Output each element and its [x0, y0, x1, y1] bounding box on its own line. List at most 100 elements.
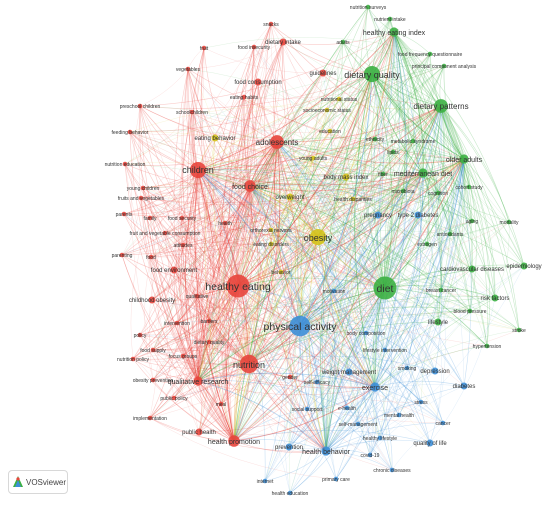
- node-physical-activity[interactable]: [289, 315, 311, 337]
- node-e-health[interactable]: [344, 405, 350, 411]
- node-barriers[interactable]: [206, 318, 212, 324]
- node-guidelines[interactable]: [319, 69, 327, 77]
- node-parents[interactable]: [121, 211, 127, 217]
- node-cardiovascular-diseases[interactable]: [468, 265, 476, 273]
- node-older-adults[interactable]: [459, 154, 469, 164]
- node-principal-component-analysis[interactable]: [441, 63, 447, 69]
- node-overweight[interactable]: [286, 193, 294, 201]
- node-health[interactable]: [222, 220, 228, 226]
- node-diabetes[interactable]: [460, 382, 468, 390]
- node-food-supply[interactable]: [150, 347, 156, 353]
- node-dietary-quality-red[interactable]: [206, 339, 212, 345]
- node-education[interactable]: [327, 128, 333, 134]
- node-body-mass-index[interactable]: [342, 173, 350, 181]
- node-dietary-quality[interactable]: [363, 65, 381, 83]
- node-health-education[interactable]: [287, 490, 293, 496]
- node-mental-health[interactable]: [396, 412, 402, 418]
- node-policy[interactable]: [137, 332, 143, 338]
- node-food-insecurity[interactable]: [251, 44, 257, 50]
- node-breast-cancer[interactable]: [438, 287, 444, 293]
- node-young-children[interactable]: [140, 185, 146, 191]
- node-healthy-eating[interactable]: [226, 274, 250, 298]
- node-epidemiology[interactable]: [520, 262, 528, 270]
- node-antioxidants[interactable]: [447, 231, 453, 237]
- node-healthy-lifestyle[interactable]: [377, 435, 383, 441]
- node-nutrition[interactable]: [239, 354, 259, 374]
- node-food[interactable]: [148, 254, 154, 260]
- node-obesity-prevention[interactable]: [150, 377, 156, 383]
- node-health-disparities[interactable]: [350, 196, 356, 202]
- node-public-policy[interactable]: [171, 395, 177, 401]
- node-focus-groups[interactable]: [180, 353, 186, 359]
- node-obesity[interactable]: [309, 228, 327, 246]
- node-aging[interactable]: [469, 218, 475, 224]
- node-gender[interactable]: [287, 374, 293, 380]
- node-risk-factors[interactable]: [491, 294, 499, 302]
- node-microbiota[interactable]: [400, 188, 406, 194]
- node-young-adults[interactable]: [310, 155, 316, 161]
- node-metabolic-syndrome[interactable]: [410, 138, 416, 144]
- node-vegetables[interactable]: [185, 66, 191, 72]
- node-nutrition-policy[interactable]: [130, 356, 136, 362]
- vosviewer-badge[interactable]: VOSviewer: [8, 470, 68, 494]
- node-schoolchildren[interactable]: [189, 109, 195, 115]
- node-lifestyle-intervention[interactable]: [382, 347, 388, 353]
- node-childhood-obesity[interactable]: [148, 296, 156, 304]
- node-quality-of-life[interactable]: [426, 439, 434, 447]
- node-eating-disorders[interactable]: [268, 241, 274, 247]
- node-diet[interactable]: [373, 276, 397, 300]
- node-nutritional-status[interactable]: [336, 96, 342, 102]
- node-stroke[interactable]: [516, 327, 522, 333]
- node-body-composition[interactable]: [363, 330, 369, 336]
- node-nutrient-intake[interactable]: [387, 16, 393, 22]
- node-parenting[interactable]: [119, 252, 125, 258]
- node-type-2-diabetes[interactable]: [414, 211, 422, 219]
- node-covid-19[interactable]: [367, 452, 373, 458]
- node-snacks[interactable]: [268, 21, 274, 27]
- node-socioeconomic-status[interactable]: [324, 107, 330, 113]
- node-preschool-children[interactable]: [137, 103, 143, 109]
- node-smoking[interactable]: [404, 365, 410, 371]
- node-health-promotion[interactable]: [228, 435, 240, 447]
- node-estrogen[interactable]: [424, 241, 430, 247]
- node-food-consumption[interactable]: [254, 78, 262, 86]
- node-ethnicity[interactable]: [372, 136, 378, 142]
- node-adolescents[interactable]: [270, 135, 284, 149]
- node-stress[interactable]: [418, 399, 424, 405]
- node-social-support[interactable]: [304, 406, 310, 412]
- node-self-management[interactable]: [355, 421, 361, 427]
- node-feeding-behavior[interactable]: [127, 129, 133, 135]
- node-lipids[interactable]: [390, 149, 396, 155]
- node-behavior[interactable]: [278, 269, 284, 275]
- node-fruits-and-vegetables[interactable]: [138, 195, 144, 201]
- node-health-behavior[interactable]: [321, 446, 331, 456]
- node-exercise[interactable]: [370, 382, 380, 392]
- node-prevention[interactable]: [285, 443, 293, 451]
- node-depression[interactable]: [431, 367, 439, 375]
- node-cohort-study[interactable]: [466, 184, 472, 190]
- node-nutrition-surveys[interactable]: [365, 4, 371, 10]
- node-food-frequency-questionnaire[interactable]: [427, 51, 433, 57]
- node-dietary-intake[interactable]: [279, 38, 287, 46]
- node-fruit[interactable]: [201, 45, 207, 51]
- node-weight-management[interactable]: [345, 368, 353, 376]
- node-public-health[interactable]: [195, 428, 203, 436]
- node-nutrition-education[interactable]: [122, 161, 128, 167]
- node-mediterranean-diet[interactable]: [418, 168, 428, 178]
- node-eating-behavior[interactable]: [211, 134, 219, 142]
- node-attitudes[interactable]: [180, 242, 186, 248]
- node-intervention[interactable]: [174, 320, 180, 326]
- node-meal[interactable]: [218, 401, 224, 407]
- node-internet[interactable]: [262, 478, 268, 484]
- node-food-security[interactable]: [179, 215, 185, 221]
- node-children[interactable]: [189, 161, 207, 179]
- node-qualitative[interactable]: [194, 293, 200, 299]
- node-family[interactable]: [147, 215, 153, 221]
- node-lifestyle[interactable]: [434, 318, 442, 326]
- node-food-choice[interactable]: [244, 180, 256, 192]
- node-qualitative-research[interactable]: [193, 376, 203, 386]
- node-fruit-and-vegetable-consumption[interactable]: [162, 230, 168, 236]
- node-dietary-patterns[interactable]: [434, 99, 448, 113]
- node-cancer[interactable]: [440, 420, 446, 426]
